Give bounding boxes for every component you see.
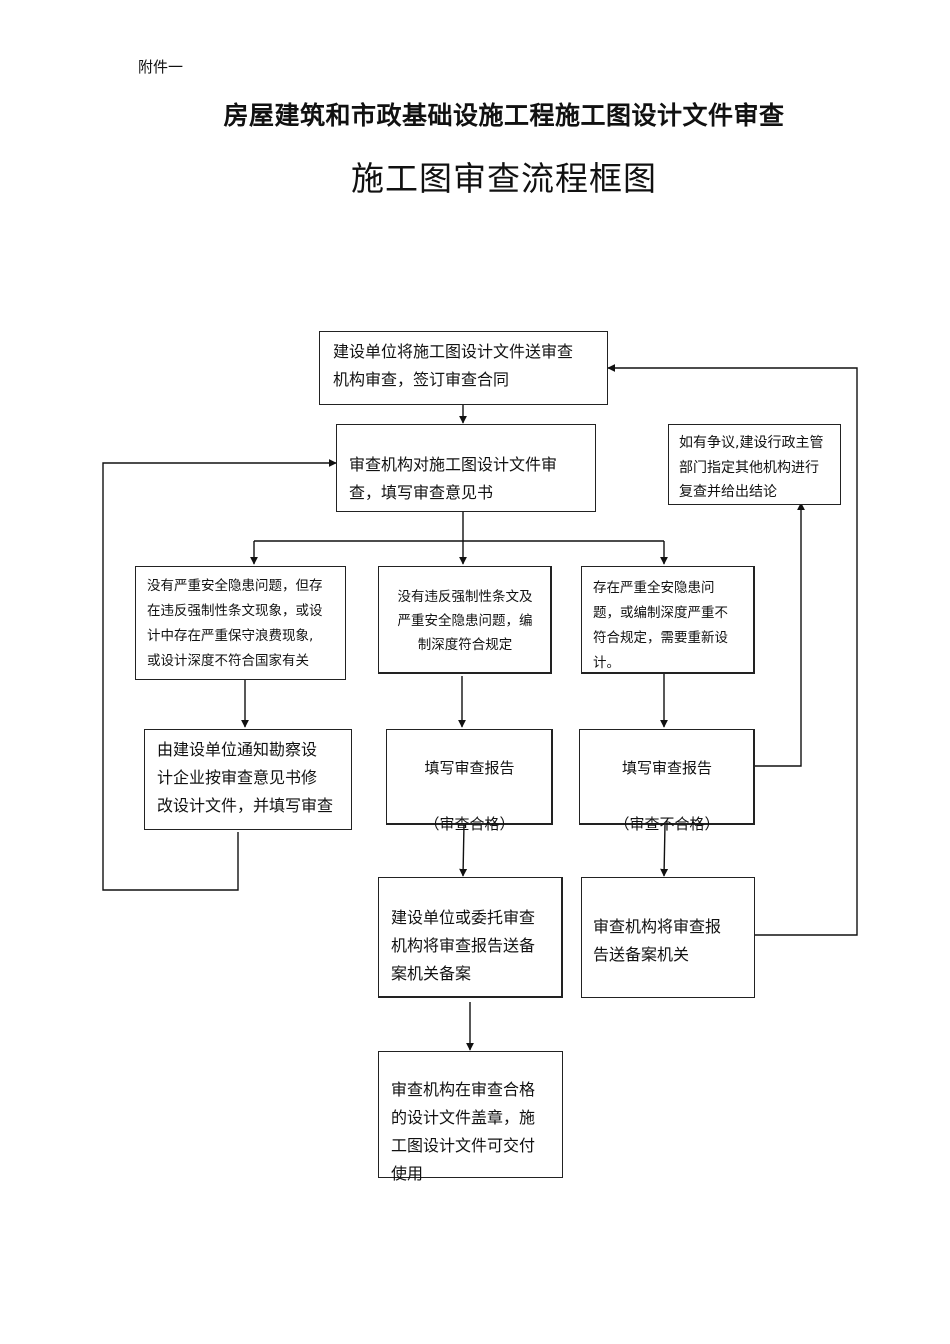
node-revise: 由建设单位通知勘察设 计企业按审查意见书修 改设计文件，并填写审查: [144, 729, 352, 830]
node-review: 审查机构对施工图设计文件审 查，填写审查意见书: [336, 424, 596, 512]
node-file-pass-text: 建设单位或委托审查 机构将审查报告送备 案机关备案: [391, 908, 536, 983]
arrow-report-fail-to-file-fail: [660, 823, 669, 877]
node-file-fail: 审查机构将审查报 告送备案机关: [581, 877, 755, 998]
node-submit-text: 建设单位将施工图设计文件送审查 机构审查，签订审查合同: [333, 342, 574, 389]
node-case-right-text: 存在严重全安隐患问 题，或编制深度严重不 符合规定，需要重新设 计。: [593, 580, 728, 671]
node-report-pass: 填写审查报告 （审查合格）: [386, 729, 553, 833]
node-submit: 建设单位将施工图设计文件送审查 机构审查，签订审查合同: [319, 331, 608, 405]
node-dispute: 如有争议,建设行政主管 部门指定其他机构进行 复查并给出结论: [668, 424, 841, 505]
arrow-file-fail-loop-to-submit: [607, 364, 858, 936]
document-subtitle: 施工图审查流程框图: [351, 159, 657, 198]
node-case-mid: 没有违反强制性条文及 严重安全隐患问题，编 制深度符合规定: [378, 566, 552, 674]
node-file-pass: 建设单位或委托审查 机构将审查报告送备 案机关备案: [378, 877, 563, 998]
document-title: 房屋建筑和市政基础设施工程施工图设计文件审查: [223, 101, 785, 130]
node-case-right: 存在严重全安隐患问 题，或编制深度严重不 符合规定，需要重新设 计。: [581, 566, 755, 674]
attachment-label: 附件一: [138, 58, 184, 76]
node-revise-text: 由建设单位通知勘察设 计企业按审查意见书修 改设计文件，并填写审查: [157, 740, 334, 815]
node-report-pass-text: 填写审查报告 （审查合格）: [424, 759, 515, 833]
arrow-report-fail-to-dispute: [755, 502, 805, 767]
node-dispute-text: 如有争议,建设行政主管 部门指定其他机构进行 复查并给出结论: [679, 435, 824, 500]
node-file-fail-text: 审查机构将审查报 告送备案机关: [593, 917, 722, 964]
node-case-mid-text: 没有违反强制性条文及 严重安全隐患问题，编 制深度符合规定: [397, 589, 533, 653]
node-case-left-text: 没有严重安全隐患问题，但存 在违反强制性条文现象，或设 计中存在严重保守浪费现象…: [147, 578, 323, 669]
node-stamp-text: 审查机构在审查合格 的设计文件盖章，施 工图设计文件可交付 使用: [391, 1080, 536, 1183]
arrow-revise-loop-to-review: [102, 459, 337, 891]
node-report-fail: 填写审查报告 （审查不合格）: [579, 729, 755, 833]
node-report-fail-text: 填写审查报告 （审查不合格）: [614, 759, 720, 833]
node-case-left: 没有严重安全隐患问题，但存 在违反强制性条文现象，或设 计中存在严重保守浪费现象…: [135, 566, 346, 680]
node-stamp: 审查机构在审查合格 的设计文件盖章，施 工图设计文件可交付 使用: [378, 1051, 563, 1183]
arrow-report-pass-to-file-pass: [459, 823, 468, 877]
node-review-text: 审查机构对施工图设计文件审 查，填写审查意见书: [349, 455, 558, 502]
